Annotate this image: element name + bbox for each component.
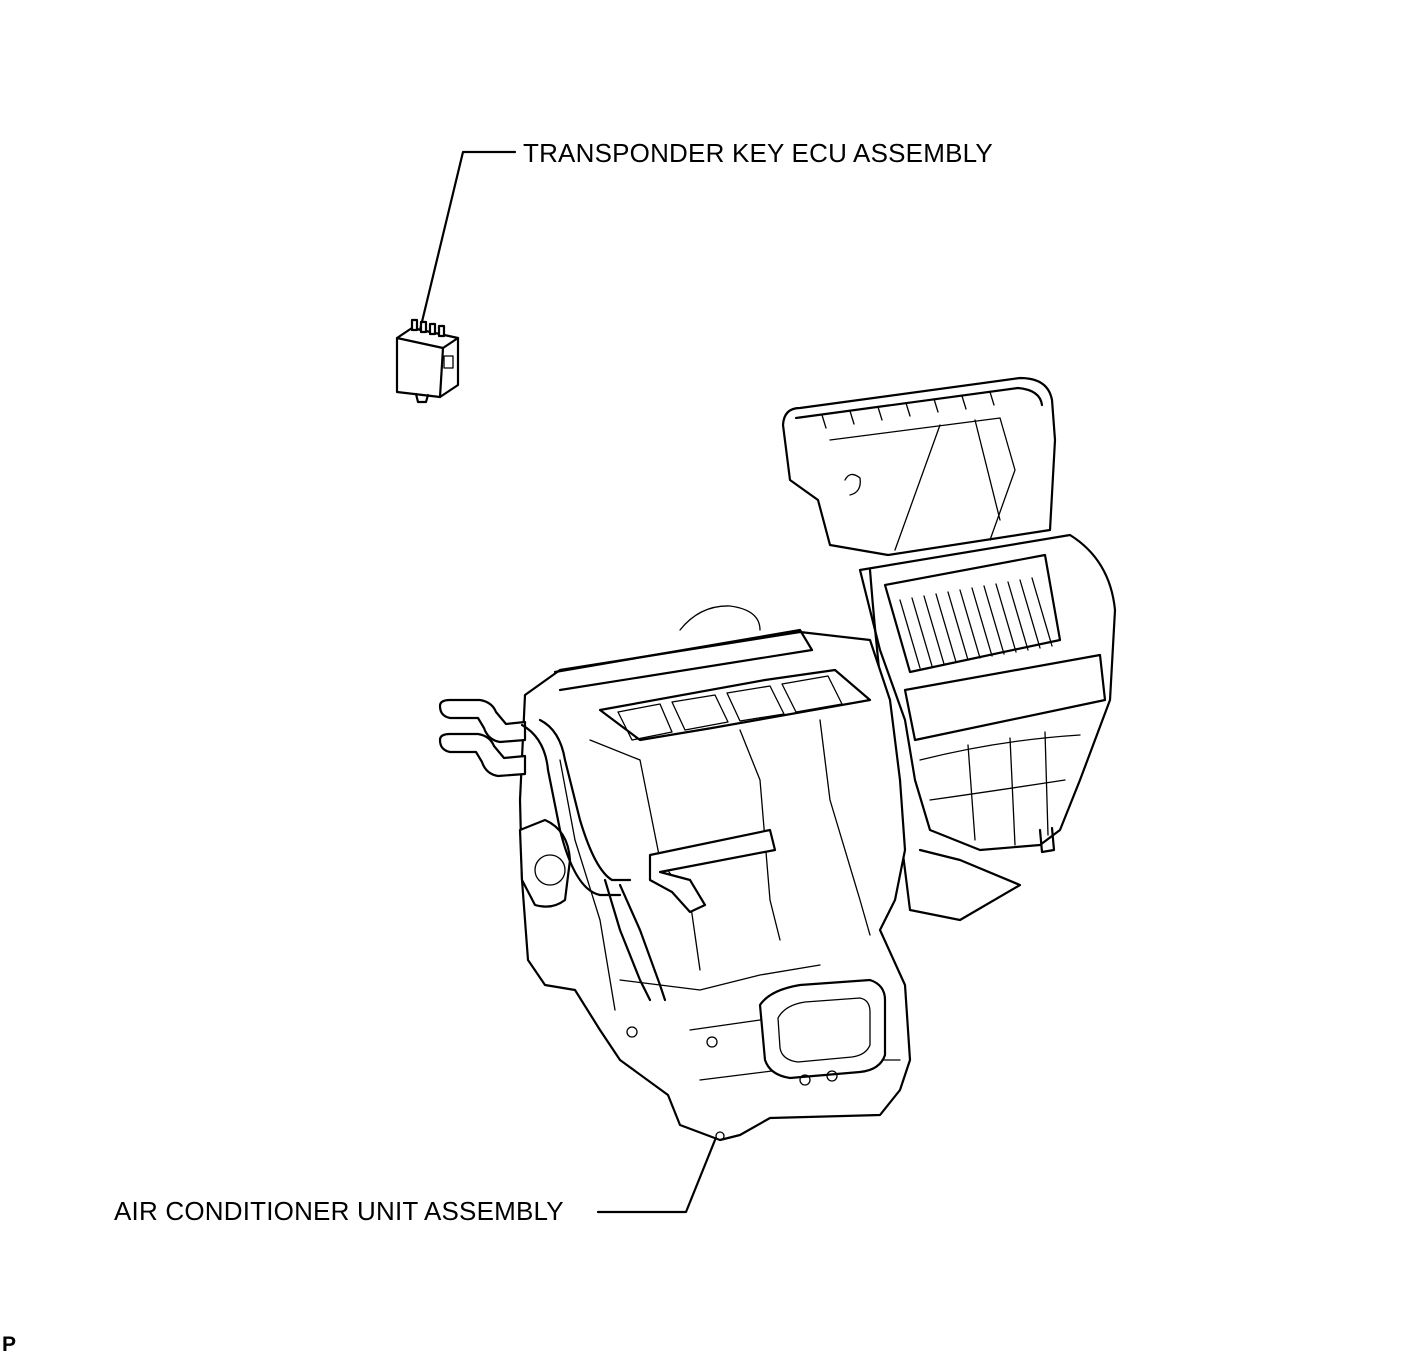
heater-pipes	[438, 698, 777, 1002]
ecu-leader-line	[418, 150, 517, 332]
ecu-callout-label: TRANSPONDER KEY ECU ASSEMBLY	[523, 138, 993, 168]
blower-intake-housing	[781, 376, 1057, 557]
ac-unit-drawing	[438, 376, 1117, 1142]
heater-case	[518, 605, 912, 1142]
ac-leader-line	[596, 1138, 717, 1214]
ac-unit-callout-label: AIR CONDITIONER UNIT ASSEMBLY	[114, 1196, 564, 1226]
corner-mark: P	[2, 1333, 17, 1356]
blower-unit	[858, 533, 1117, 922]
ecu-module-drawing	[395, 318, 460, 404]
